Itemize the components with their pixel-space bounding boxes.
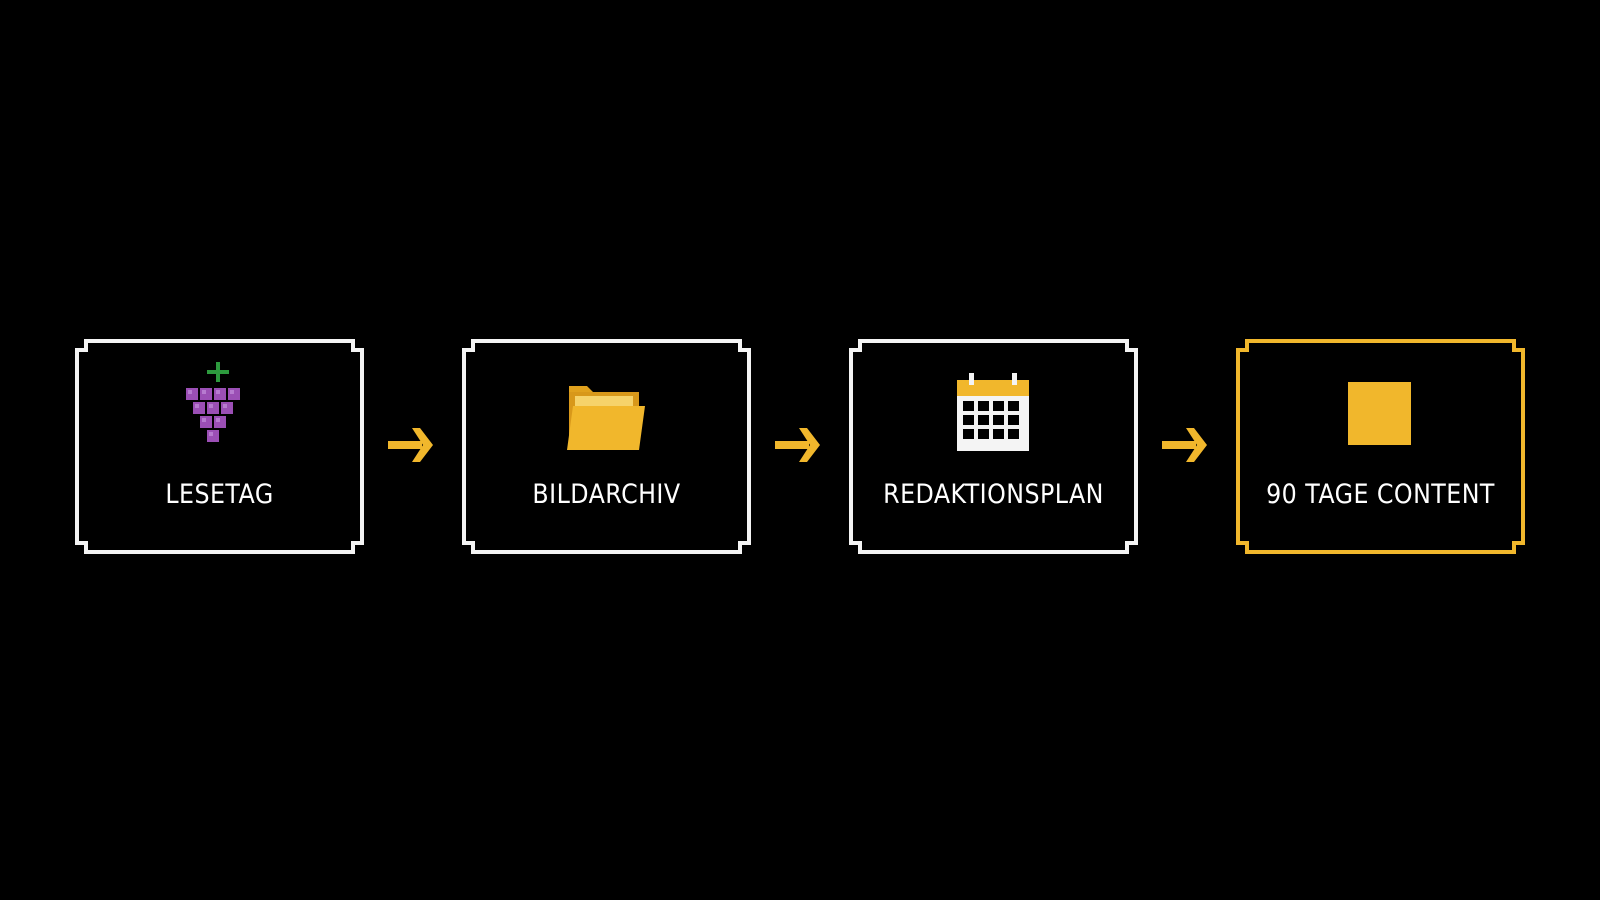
step-90-tage-content: 90 TAGE CONTENT <box>1235 338 1526 555</box>
calendar-icon <box>957 373 1029 451</box>
step-label: 90 TAGE CONTENT <box>1266 479 1495 510</box>
folder-icon <box>567 386 645 450</box>
step-label: REDAKTIONSPLAN <box>883 479 1104 510</box>
step-label: LESETAG <box>165 479 274 510</box>
step-label: BILDARCHIV <box>532 479 681 510</box>
step-lesetag: LESETAG <box>74 338 365 555</box>
square-icon <box>1348 382 1411 445</box>
step-frame <box>75 339 364 554</box>
step-redaktionsplan: REDAKTIONSPLAN <box>848 338 1139 555</box>
arrow-right-icon <box>388 428 433 462</box>
step-frame <box>462 339 751 554</box>
arrow-right-icon <box>1162 428 1207 462</box>
arrow-right-icon <box>775 428 820 462</box>
step-frame-highlight <box>1236 339 1525 554</box>
grape-icon <box>186 362 240 442</box>
step-frame <box>849 339 1138 554</box>
step-bildarchiv: BILDARCHIV <box>461 338 752 555</box>
